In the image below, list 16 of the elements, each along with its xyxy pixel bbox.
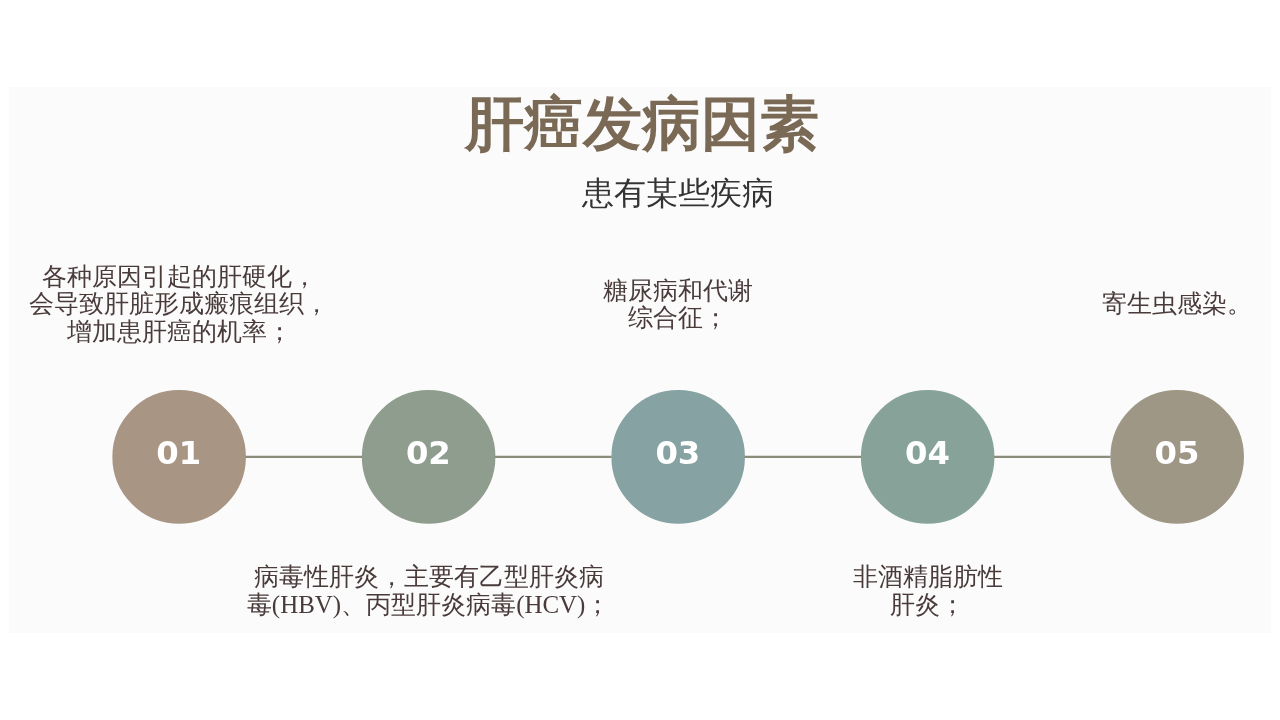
- node-label: 各种原因引起的肝硬化，会导致肝脏形成瘢痕组织，增加患肝癌的机率；: [29, 262, 330, 346]
- connector: [744, 455, 862, 459]
- node-label: 病毒性肝炎，主要有乙型肝炎病毒(HBV)、丙型肝炎病毒(HCV)；: [246, 563, 611, 619]
- diagram-title: 肝癌发病因素: [464, 92, 819, 158]
- node-circle: 05: [1110, 390, 1244, 524]
- node-circle: 03: [611, 390, 745, 524]
- node-label: 糖尿病和代谢综合征；: [603, 276, 754, 332]
- connector: [245, 455, 363, 459]
- node-circle: 01: [112, 390, 246, 524]
- connector: [494, 455, 612, 459]
- label: 患有某些疾病: [582, 174, 775, 211]
- connector: [993, 455, 1111, 459]
- node-circle: 04: [860, 390, 995, 524]
- node-circle: 02: [361, 390, 496, 524]
- node-label: 非酒精脂肪性肝炎；: [852, 563, 1003, 619]
- node-label: 寄生虫感染。: [1102, 290, 1253, 318]
